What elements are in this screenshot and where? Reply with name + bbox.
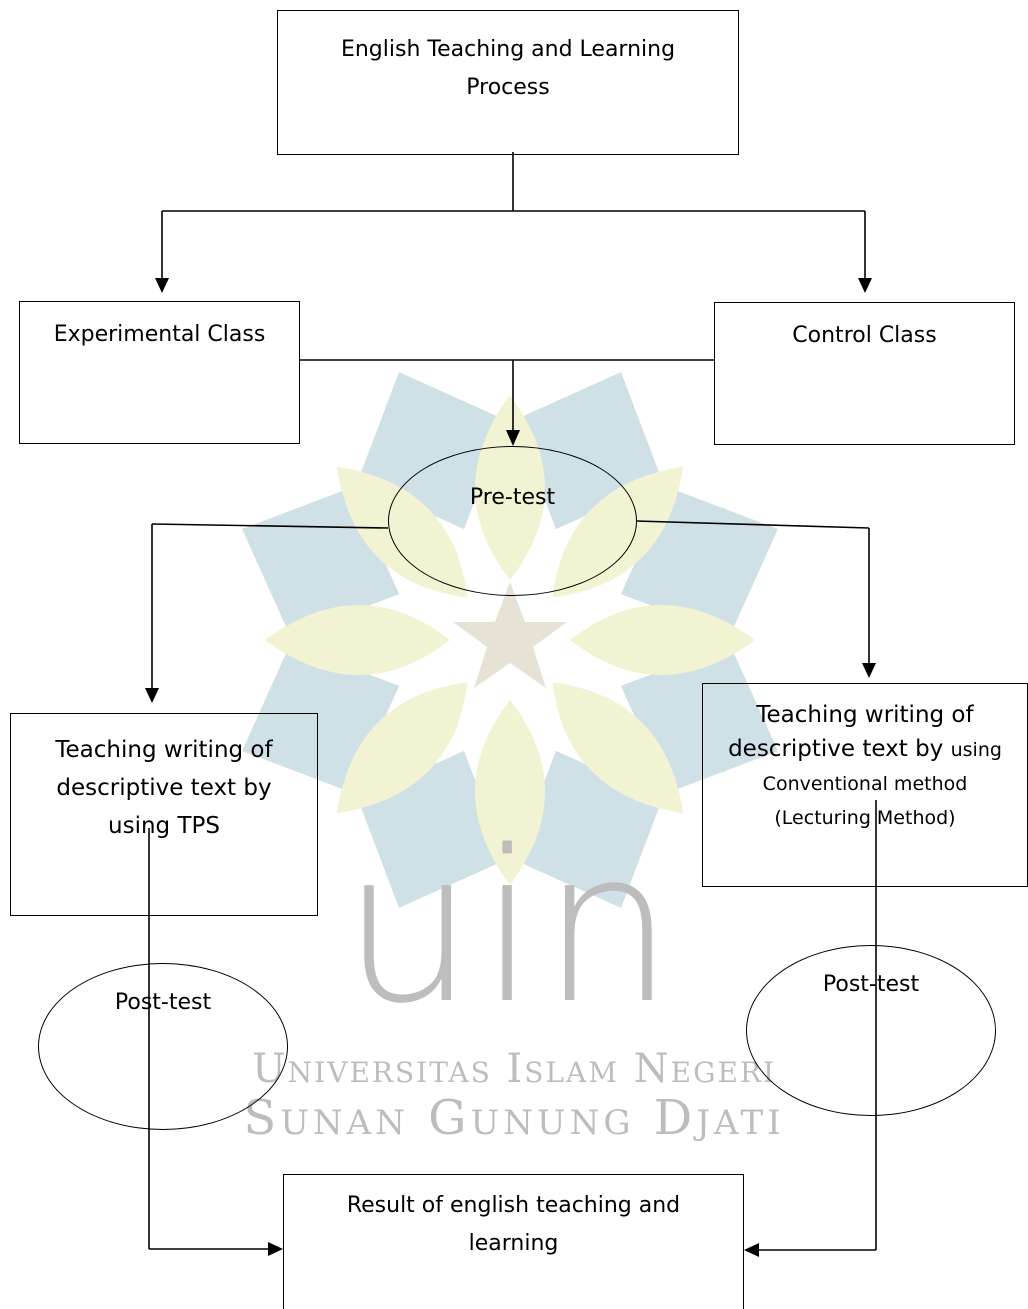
- conventional-teaching-line-2: descriptive text by using: [703, 732, 1027, 767]
- post-test-right-ellipse: Post-test: [746, 945, 996, 1116]
- watermark-campus-line: Sunan Gunung Djati: [243, 1090, 785, 1146]
- arrowhead-icon: [145, 688, 159, 703]
- arrowhead-icon: [862, 663, 876, 678]
- conventional-teaching-line-1: Teaching writing of: [756, 702, 974, 728]
- result-box: Result of english teaching and learning: [283, 1174, 744, 1309]
- watermark-logo-letters: uin: [342, 805, 679, 1050]
- conventional-teaching-line-4: (Lecturing Method): [774, 807, 956, 829]
- watermark-university-line: Universitas Islam Negeri: [251, 1046, 777, 1092]
- connector-line: [151, 523, 389, 529]
- watermark-petal-inner: [570, 605, 755, 675]
- watermark-petal-inner: [552, 682, 684, 814]
- arrowhead-icon: [268, 1242, 283, 1256]
- conventional-teaching-line-2-small: using: [950, 739, 1002, 761]
- conventional-teaching-line-2-text: descriptive text by: [728, 736, 944, 762]
- control-class-box: Control Class: [714, 302, 1015, 445]
- watermark-star-icon: [453, 582, 567, 688]
- conventional-teaching-line-3: Conventional method: [762, 773, 968, 795]
- conventional-teaching-box: Teaching writing of descriptive text by …: [702, 683, 1028, 887]
- post-test-left-ellipse: Post-test: [38, 963, 288, 1130]
- watermark-petal-inner: [265, 605, 450, 675]
- connector-line: [635, 520, 870, 529]
- watermark-petal-inner: [475, 700, 545, 885]
- arrowhead-icon: [744, 1243, 759, 1257]
- arrowhead-icon: [506, 430, 520, 446]
- process-box: English Teaching and Learning Process: [277, 10, 739, 155]
- arrowhead-icon: [155, 278, 169, 293]
- pre-test-ellipse: Pre-test: [388, 446, 637, 596]
- arrowhead-icon: [858, 278, 872, 293]
- experimental-class-box: Experimental Class: [19, 301, 300, 444]
- watermark-petal-inner: [336, 682, 468, 814]
- tps-teaching-box: Teaching writing of descriptive text by …: [10, 713, 318, 916]
